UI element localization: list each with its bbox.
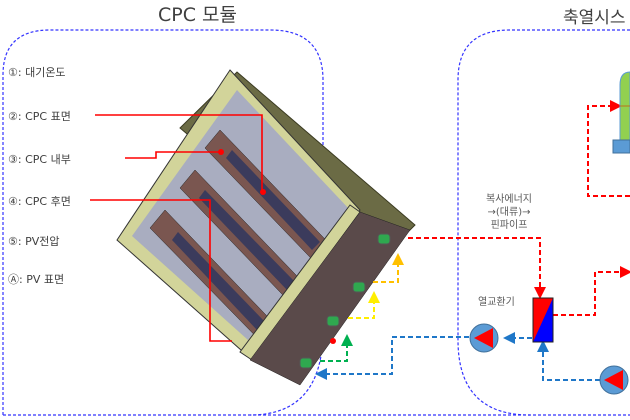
pump-icon-left <box>469 323 499 353</box>
radiation-line-1: 복사에너지 <box>486 194 532 205</box>
point-cpc-inner <box>218 149 224 155</box>
legend-label: : PV전압 <box>17 235 60 248</box>
connector-2 <box>352 281 366 293</box>
legend-item-cpc-back: ④: CPC 후면 <box>8 193 71 209</box>
leader-cpc-inner <box>125 151 220 159</box>
radiation-line-2: →(대류)→ <box>487 207 531 218</box>
storage-tank-base <box>612 139 630 154</box>
absorber-tube-2 <box>199 190 295 290</box>
storage-tank-icon <box>612 71 630 154</box>
legend-item-pv-voltage: ⑤: PV전압 <box>8 233 59 249</box>
leader-cpc-surface <box>95 114 263 192</box>
legend-item-cpc-surface: ②: CPC 표면 <box>8 108 71 124</box>
legend-item-ambient-temp: ①: 대기온도 <box>8 64 66 80</box>
leader-lines <box>90 114 263 342</box>
connector-1 <box>377 233 391 245</box>
yellow-flow <box>348 291 380 319</box>
point-cpc-back <box>330 338 336 344</box>
cpc-module-3d <box>116 69 416 386</box>
legend-marker: Ⓐ <box>8 273 19 286</box>
absorber-tube-3 <box>172 232 265 330</box>
connector-3 <box>326 315 340 327</box>
module-underside <box>249 211 411 386</box>
radiation-line-3: 핀파이프 <box>490 220 528 231</box>
legend-label: : PV 표면 <box>19 273 65 286</box>
absorber-tube-1 <box>226 150 320 250</box>
point-cpc-surface <box>260 189 266 195</box>
legend-marker: ③ <box>8 153 18 166</box>
green-flow <box>320 334 353 362</box>
hot-flow-to-hx <box>408 237 546 299</box>
cpc-module-boundary <box>2 29 324 416</box>
hot-flow-to-storage <box>553 266 630 316</box>
legend-marker: ① <box>8 66 18 79</box>
orange-flow <box>373 253 404 283</box>
heat-exchanger-icon <box>532 297 554 343</box>
legend-marker: ⑤ <box>8 235 18 248</box>
tube-connectors <box>299 233 391 369</box>
cold-flow-to-module <box>315 336 469 380</box>
legend-marker: ② <box>8 110 18 123</box>
pump-icon-right <box>599 365 629 395</box>
cold-flow-return <box>537 340 600 381</box>
legend-item-cpc-inner: ③: CPC 내부 <box>8 151 71 167</box>
cpc-module-title: CPC 모듈 <box>158 4 237 26</box>
storage-system-title: 축열시스 <box>563 8 626 28</box>
leader-cpc-back <box>90 199 232 342</box>
legend-item-pv-surface: Ⓐ: PV 표면 <box>8 271 64 287</box>
connector-4 <box>299 357 313 369</box>
legend-label: : CPC 후면 <box>17 195 71 208</box>
legend-label: : 대기온도 <box>17 66 66 79</box>
hot-flow-tank-loop <box>587 100 630 197</box>
legend-label: : CPC 내부 <box>17 153 71 166</box>
storage-system-boundary <box>457 29 630 416</box>
legend-marker: ④ <box>8 195 18 208</box>
legend-label: : CPC 표면 <box>17 110 71 123</box>
radiation-annotation: 복사에너지 →(대류)→ 핀파이프 <box>472 193 546 232</box>
heat-exchanger-label: 열교환기 <box>478 297 515 308</box>
